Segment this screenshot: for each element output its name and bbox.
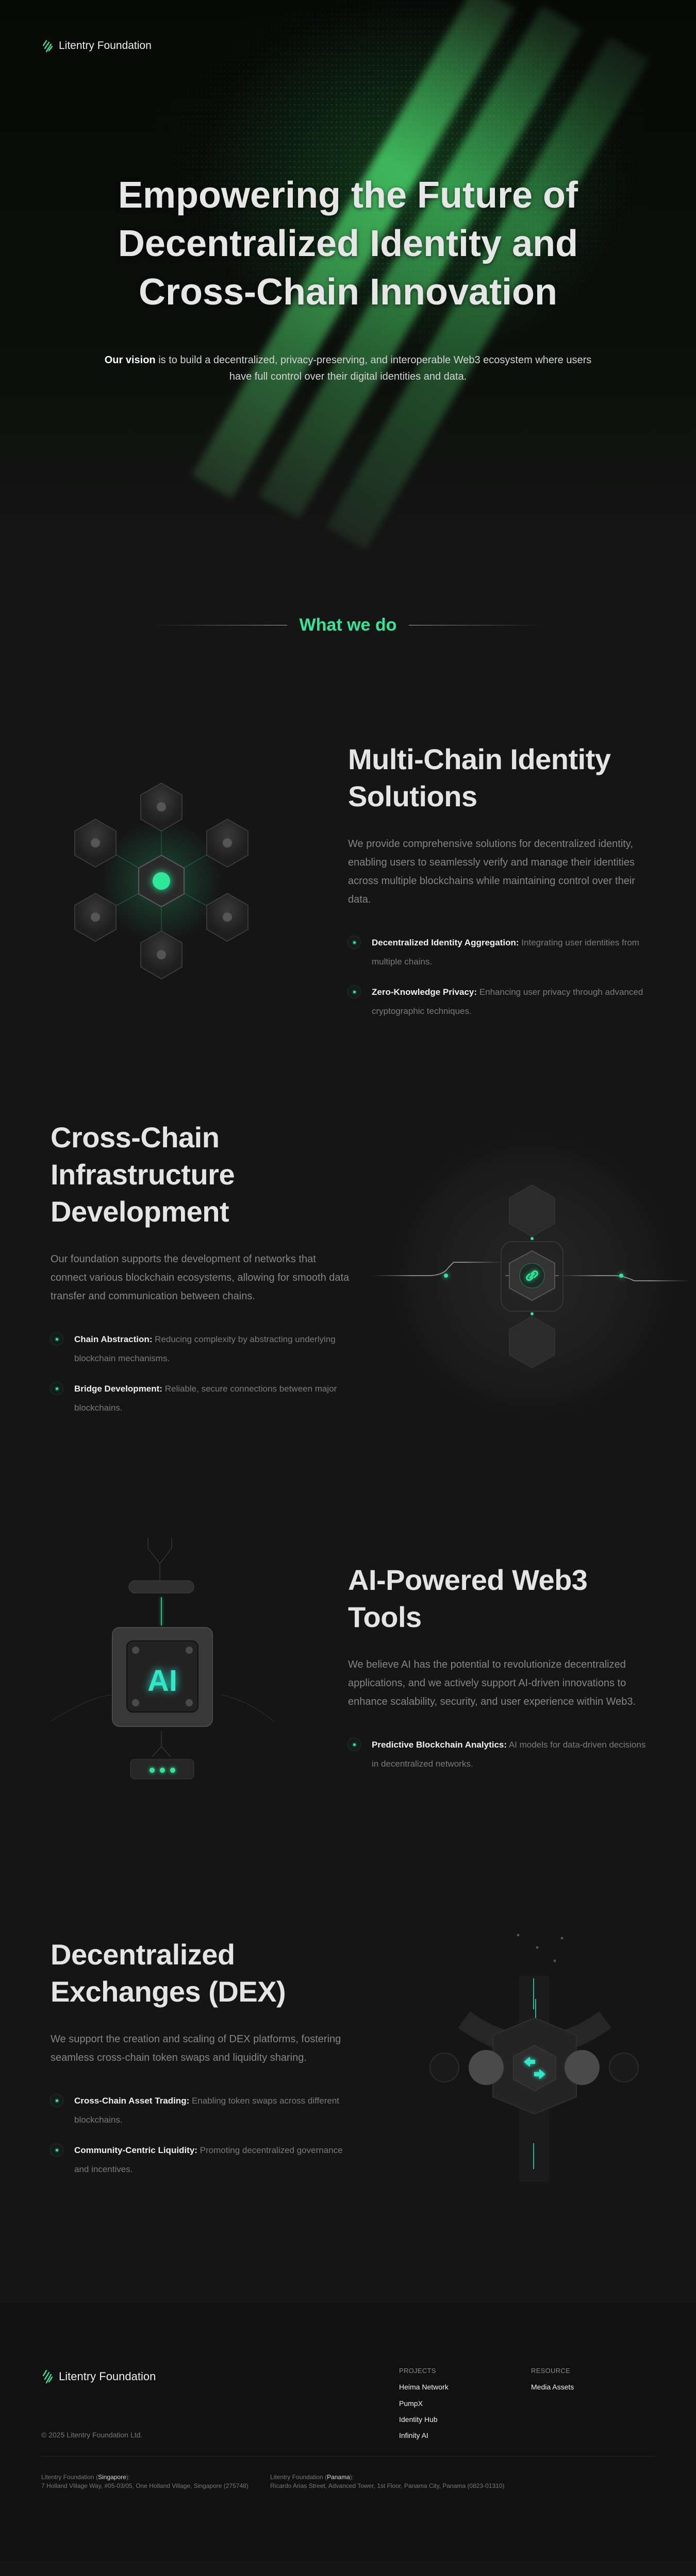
section-title: Cross-Chain Infrastructure Development [51, 1121, 235, 1228]
top-connector-bar [128, 1580, 194, 1594]
office-label: Litentry Foundation ( [41, 2473, 98, 2481]
bullet-label: Cross-Chain Asset Trading: [74, 2096, 190, 2106]
feature-bullet: Predictive Blockchain Analytics: AI mode… [348, 1735, 647, 1773]
section-description: We support the creation and scaling of D… [51, 2033, 341, 2063]
bullet-text: Enabling token swaps across different bl… [74, 2096, 339, 2125]
projects-heading: PROJECTS [399, 2367, 436, 2375]
hero-title: Empowering the Future of Decentralized I… [0, 171, 696, 316]
office-label-suffix: ): [350, 2473, 354, 2481]
bullet-dot-icon [348, 1738, 360, 1751]
vision-statement: Our vision is to build a decentralized, … [103, 352, 593, 385]
brand-name: Litentry Foundation [59, 40, 152, 52]
office-country: Singapore [98, 2473, 126, 2481]
feature-bullet: Bridge Development: Reliable, secure con… [51, 1379, 350, 1417]
feature-bullet: Cross-Chain Asset Trading: Enabling toke… [51, 2091, 350, 2129]
hero-title-line: Cross-Chain Innovation [138, 272, 558, 313]
office-address: 7 Holland Village Way, #05-03/05, One Ho… [41, 2482, 248, 2489]
hero-title-line: Decentralized Identity and [118, 223, 578, 264]
feature-bullet: Decentralized Identity Aggregation: Inte… [348, 933, 647, 971]
ai-chip-illustration: AI [52, 1538, 273, 1780]
bullet-label: Zero-Knowledge Privacy: [372, 987, 477, 997]
bullet-text: Reducing complexity by abstracting under… [74, 1334, 336, 1363]
feature-bullet: Zero-Knowledge Privacy: Enhancing user p… [348, 982, 647, 1021]
litentry-logo-icon [42, 40, 53, 53]
footer-link-heima-network[interactable]: Heima Network [399, 2383, 449, 2391]
office-address: Ricardo Arias Street, Advanced Tower, 1s… [270, 2482, 505, 2489]
ai-chip-label: AI [147, 1664, 177, 1698]
feature-bullet: Community-Centric Liquidity: Promoting d… [51, 2141, 350, 2179]
footer-link-identity-hub[interactable]: Identity Hub [399, 2415, 438, 2424]
hero-title-line: Empowering the Future of [118, 175, 578, 216]
section-multi-chain-identity: Multi-Chain Identity Solutions We provid… [348, 741, 657, 1032]
section-dex: Decentralized Exchanges (DEX) We support… [51, 1936, 360, 2190]
bullet-label: Predictive Blockchain Analytics: [372, 1740, 507, 1750]
bullet-text: Reliable, secure connections between maj… [74, 1384, 337, 1413]
office-singapore: Litentry Foundation (Singapore): 7 Holla… [41, 2473, 248, 2490]
office-country: Panama [327, 2473, 350, 2481]
footer: Litentry Foundation © 2025 Litentry Foun… [0, 2303, 696, 2561]
vision-bold: Our vision [104, 354, 156, 366]
office-panama: Litentry Foundation (Panama): Ricardo Ar… [270, 2473, 504, 2490]
office-label-suffix: ): [126, 2473, 130, 2481]
section-description: We believe AI has the potential to revol… [348, 1659, 636, 1707]
footer-link-media-assets[interactable]: Media Assets [531, 2383, 574, 2391]
dex-swap-illustration [429, 1934, 639, 2182]
feature-bullet: Chain Abstraction: Reducing complexity b… [51, 1330, 350, 1368]
bullet-dot-icon [348, 986, 360, 998]
bullet-label: Decentralized Identity Aggregation: [372, 938, 519, 947]
section-title: Multi-Chain Identity Solutions [348, 743, 611, 812]
section-description: Our foundation supports the development … [51, 1253, 350, 1302]
bullet-dot-icon [51, 2144, 63, 2156]
footer-brand-name: Litentry Foundation [59, 2370, 156, 2383]
section-title: AI-Powered Web3 Tools [348, 1564, 588, 1633]
swap-arrows-icon [524, 2057, 545, 2079]
footer-link-infinity-ai[interactable]: Infinity AI [399, 2431, 428, 2439]
identity-hexagon-illustration [74, 783, 248, 979]
what-we-do-heading: What we do [0, 615, 696, 635]
bullet-dot-icon [51, 1333, 63, 1345]
bullet-text: AI models for data-driven decisions in d… [372, 1740, 646, 1769]
hero-section [0, 0, 696, 567]
bullet-label: Community-Centric Liquidity: [74, 2145, 197, 2155]
bullet-dot-icon [51, 2094, 63, 2107]
section-ai-web3-tools: AI-Powered Web3 Tools We believe AI has … [348, 1562, 657, 1785]
bullet-text: Integrating user identities from multipl… [372, 938, 639, 967]
footer-resource-column: RESOURCE Media Assets [531, 2367, 574, 2391]
link-icon [526, 1270, 538, 1281]
footer-projects-column: PROJECTS Heima Network PumpX Identity Hu… [399, 2367, 449, 2439]
section-description: We provide comprehensive solutions for d… [348, 838, 635, 905]
bullet-dot-icon [51, 1382, 63, 1395]
header-logo-link[interactable]: Litentry Foundation [41, 39, 152, 53]
litentry-logo-icon [42, 2369, 53, 2384]
hero-particles [0, 0, 696, 567]
office-label: Litentry Foundation ( [270, 2473, 327, 2481]
footer-logo-link[interactable]: Litentry Foundation [41, 2369, 156, 2384]
footer-link-pumpx[interactable]: PumpX [399, 2399, 423, 2408]
bullet-label: Chain Abstraction: [74, 1334, 153, 1344]
copyright: © 2025 Litentry Foundation Ltd. [41, 2431, 143, 2439]
section-cross-chain-infrastructure: Cross-Chain Infrastructure Development O… [51, 1119, 360, 1429]
vision-text: is to build a decentralized, privacy-pre… [155, 354, 592, 382]
bullet-text: Enhancing user privacy through advanced … [372, 987, 643, 1016]
bullet-label: Bridge Development: [74, 1384, 162, 1394]
cross-chain-bridge-illustration [371, 1126, 691, 1425]
section-title: Decentralized Exchanges (DEX) [51, 1938, 286, 2008]
bullet-dot-icon [348, 936, 360, 948]
bullet-text: Promoting decentralized governance and i… [74, 2145, 343, 2174]
resource-heading: RESOURCE [531, 2367, 571, 2375]
what-we-do-title: What we do [299, 615, 397, 635]
